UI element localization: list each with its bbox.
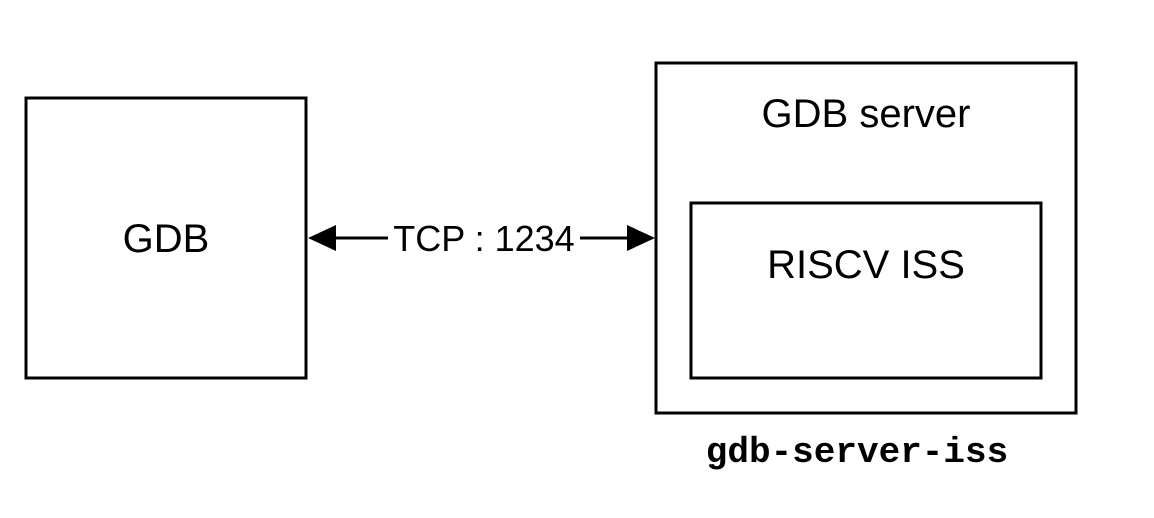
gdb-client-node: GDB [24,96,308,380]
connection-label: TCP : 1234 [393,218,574,259]
tcp-connection-edge: TCP : 1234 [308,218,655,259]
gdb-client-box [24,96,308,380]
arrowhead-right-icon [627,225,655,251]
arrowhead-left-icon [308,225,336,251]
gdb-client-label: GDB [123,217,210,261]
diagram-caption: gdb-server-iss [706,432,1008,473]
riscv-iss-box [689,201,1043,380]
riscv-iss-label: RISCV ISS [767,243,965,287]
gdb-server-label: GDB server [762,92,971,136]
gdb-server-node: GDB server RISCV ISS [654,61,1078,415]
riscv-iss-node: RISCV ISS [689,201,1043,380]
